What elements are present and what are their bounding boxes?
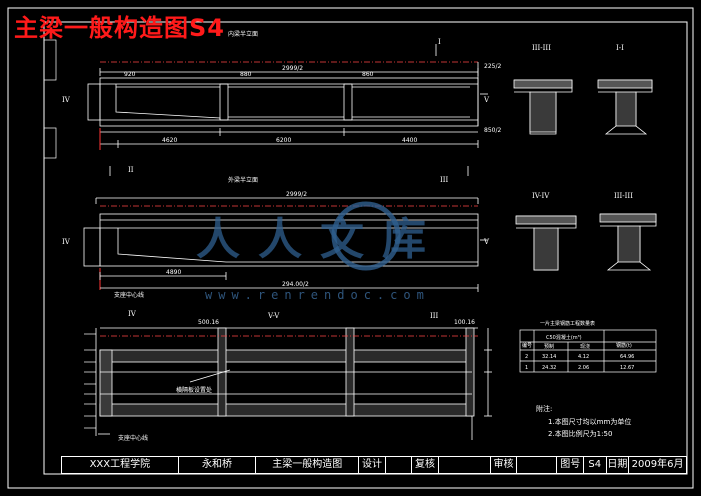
binding-strip	[43, 39, 57, 159]
notes-heading: 附注:	[536, 404, 552, 413]
tb-review-value	[517, 457, 558, 473]
table-r0c0: 2	[525, 354, 528, 360]
section-5s-label: III-III	[614, 192, 633, 200]
dim-top-seg3: 860	[362, 71, 374, 78]
table-r1c1: 24.32	[542, 365, 556, 371]
table-r1c2: 2.06	[578, 365, 589, 371]
table-sh2: 现浇	[580, 343, 590, 350]
title-block: XXX工程学院 永和桥 主梁一般构造图 设计 复核 审核 图号 S4 日期 20…	[61, 456, 687, 474]
dim-mid-span: 4890	[166, 269, 181, 276]
table-r0c2: 4.12	[578, 354, 589, 360]
note-1: 1.本图尺寸均以mm为单位	[548, 417, 631, 426]
table-title: 一片主梁钢筋工程数量表	[540, 320, 595, 327]
dim-mid-bottom: 294.00/2	[282, 281, 309, 288]
cut-V-mid: V	[483, 238, 490, 246]
table-r0c1: 32.14	[542, 354, 556, 360]
dim-top-bot2: 6200	[276, 137, 291, 144]
section-3-label: III-III	[532, 44, 551, 52]
tb-drawing: 主梁一般构造图	[256, 457, 360, 473]
cut-III: III	[440, 176, 449, 184]
table-h0: 编号	[522, 342, 532, 349]
cut-II: II	[128, 166, 134, 174]
support-label-bottom: 支座中心线	[118, 434, 148, 442]
quantity-table-grid	[519, 329, 657, 373]
svg-text:人人文库: 人人文库	[196, 214, 444, 265]
dim-top-bot1: 4620	[162, 137, 177, 144]
plan-v-v	[95, 327, 492, 440]
tb-design-value	[386, 457, 413, 473]
section-vv-label: V-V	[267, 312, 280, 320]
top-half-label: 内梁半立面	[228, 30, 258, 38]
cut-IV: IV	[128, 310, 137, 318]
outer-beam-elevation	[83, 197, 488, 292]
table-sh1: 预制	[544, 343, 554, 350]
cut-V: V	[483, 96, 490, 104]
dim-mid-total: 2999/2	[286, 191, 307, 198]
table-r1c0: 1	[525, 365, 528, 371]
dim-top-seg1: 920	[124, 71, 136, 78]
watermark-cn: 人人文库	[196, 214, 444, 265]
page-title: 主梁一般构造图S4	[14, 14, 225, 42]
table-h3: 钢筋(t)	[616, 342, 632, 349]
diaphragm-label: 横隔板设置处	[176, 386, 212, 394]
dim-top-right-a: 225/2	[484, 63, 501, 70]
tb-date-value: 2009年6月	[631, 459, 684, 470]
support-label: 支座中心线	[114, 291, 144, 299]
inner-beam-elevation	[87, 44, 488, 176]
cut-I: I	[438, 38, 441, 46]
tb-check-value	[439, 457, 491, 473]
section-4-label: IV-IV	[532, 192, 550, 200]
watermark-url: www.renrendoc.com	[205, 288, 430, 302]
section-1-label: I-I	[616, 44, 624, 52]
dim-top-bot3: 4400	[402, 137, 417, 144]
dim-top-total: 2999/2	[282, 65, 303, 72]
dim-v1: 100.16	[454, 319, 475, 326]
dim-top-right-b: 850/2	[484, 127, 501, 134]
tb-check-label: 复核	[412, 457, 439, 473]
watermark-logo	[331, 201, 401, 271]
bottom-half-label: 外梁半立面	[228, 176, 258, 184]
dim-v2: 500.16	[198, 319, 219, 326]
tb-school: XXX工程学院	[62, 457, 179, 473]
tb-project: 永和桥	[179, 457, 257, 473]
section-3-3	[513, 79, 573, 135]
plan-left-dims	[84, 333, 96, 429]
table-h1: C50混凝土(m³)	[546, 334, 582, 341]
section-1-1	[597, 79, 653, 135]
tb-figno-value: S4	[584, 457, 607, 473]
note-2: 2.本图比例尺为1:50	[548, 429, 612, 438]
cut-IV-left: IV	[62, 96, 71, 104]
tb-review-label: 审核	[491, 457, 518, 473]
table-r1c3: 12.67	[620, 365, 634, 371]
cut-IV-mid: IV	[62, 238, 71, 246]
inner-border	[43, 21, 688, 475]
section-5-5-small	[599, 213, 657, 271]
cut-III-bottom: III	[430, 312, 439, 320]
tb-figno-label: 图号	[557, 457, 584, 473]
tb-date-label: 日期	[607, 457, 630, 473]
section-4-4	[515, 215, 577, 271]
dim-top-seg2: 880	[240, 71, 252, 78]
table-r0c3: 64.96	[620, 354, 634, 360]
outer-border	[7, 7, 694, 489]
tb-design-label: 设计	[359, 457, 386, 473]
